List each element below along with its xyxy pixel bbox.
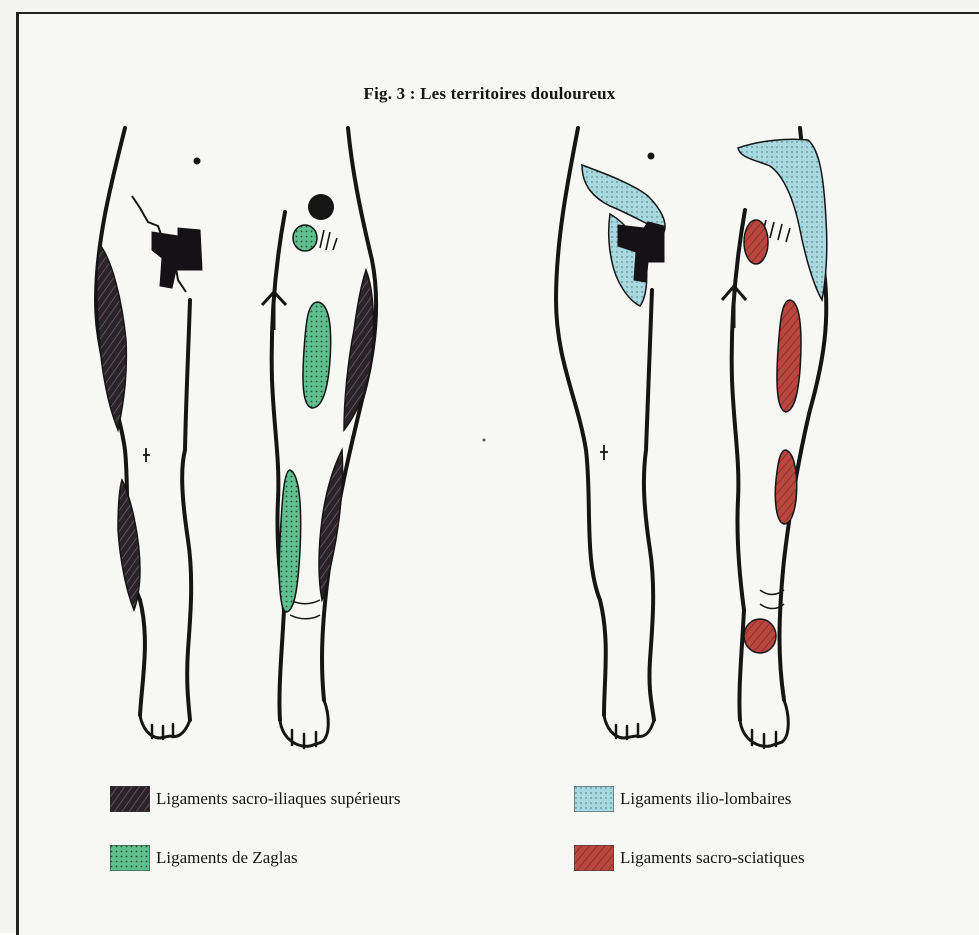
leg-4-sciatic-zone-hip	[744, 220, 768, 264]
legend-label-zaglas: Ligaments de Zaglas	[156, 848, 298, 868]
leg-3-foot	[604, 715, 654, 738]
leg-2-zaglas-zone-shin	[279, 470, 300, 612]
leg-2-front-contour	[272, 212, 285, 720]
leg-2-ankle-lines	[290, 600, 320, 619]
leg-3-iliolumbar-zone-hip	[582, 165, 665, 232]
leg-1-inner-contour	[182, 300, 191, 720]
legend-item-iliolumbar: Ligaments ilio-lombaires	[574, 786, 791, 812]
leg-1-knee-mark	[143, 448, 150, 462]
leg-3-outer-contour	[556, 128, 606, 715]
leg-4-sciatic-zone-calf	[775, 450, 796, 524]
leg-2-lateral	[272, 128, 376, 748]
leg-3-knee-mark	[600, 445, 608, 460]
legend-swatch-blue-dots	[574, 786, 614, 812]
speck	[483, 439, 486, 442]
leg-2-zaglas-zone-thigh	[303, 302, 331, 408]
leg-4-sciatic-zone-heel	[744, 619, 776, 653]
leg-2-sacroiliac-zone-calf	[319, 450, 343, 600]
leg-3-inner-contour	[644, 290, 654, 720]
legend-label-sacrosciatic: Ligaments sacro-sciatiques	[620, 848, 805, 868]
leg-1-outer-contour	[96, 128, 145, 715]
legend-item-zaglas: Ligaments de Zaglas	[110, 845, 298, 871]
legend-item-sacrosciatic: Ligaments sacro-sciatiques	[574, 845, 805, 871]
legend-item-sacroiliac: Ligaments sacro-iliaques supérieurs	[110, 786, 401, 812]
leg-2-mark	[320, 230, 337, 250]
leg-1-sacroiliac-zone-thigh	[97, 245, 127, 430]
legend-swatch-green-dots	[110, 845, 150, 871]
leg-1-sacroiliac-zone-calf	[118, 480, 140, 610]
leg-3-dot	[648, 153, 655, 160]
leg-4-iliolumbar-zone-hip	[738, 139, 827, 300]
legend-label-iliolumbar: Ligaments ilio-lombaires	[620, 789, 791, 809]
leg-1-foot	[140, 715, 190, 738]
leg-2-sacroiliac-zone-thigh	[344, 270, 373, 430]
leg-4-arrow	[722, 286, 746, 328]
leg-1-dot	[194, 158, 201, 165]
leg-4-sciatic-zone-thigh	[777, 300, 801, 412]
leg-2-arrow	[262, 292, 286, 330]
leg-2-zaglas-dot	[293, 225, 317, 251]
legend-swatch-red-hatch	[574, 845, 614, 871]
legend-swatch-dark-hatch	[110, 786, 150, 812]
leg-1-posterior	[96, 128, 191, 739]
leg-2-sacroiliac-dot	[308, 194, 334, 220]
legend-label-sacroiliac: Ligaments sacro-iliaques supérieurs	[156, 789, 401, 809]
